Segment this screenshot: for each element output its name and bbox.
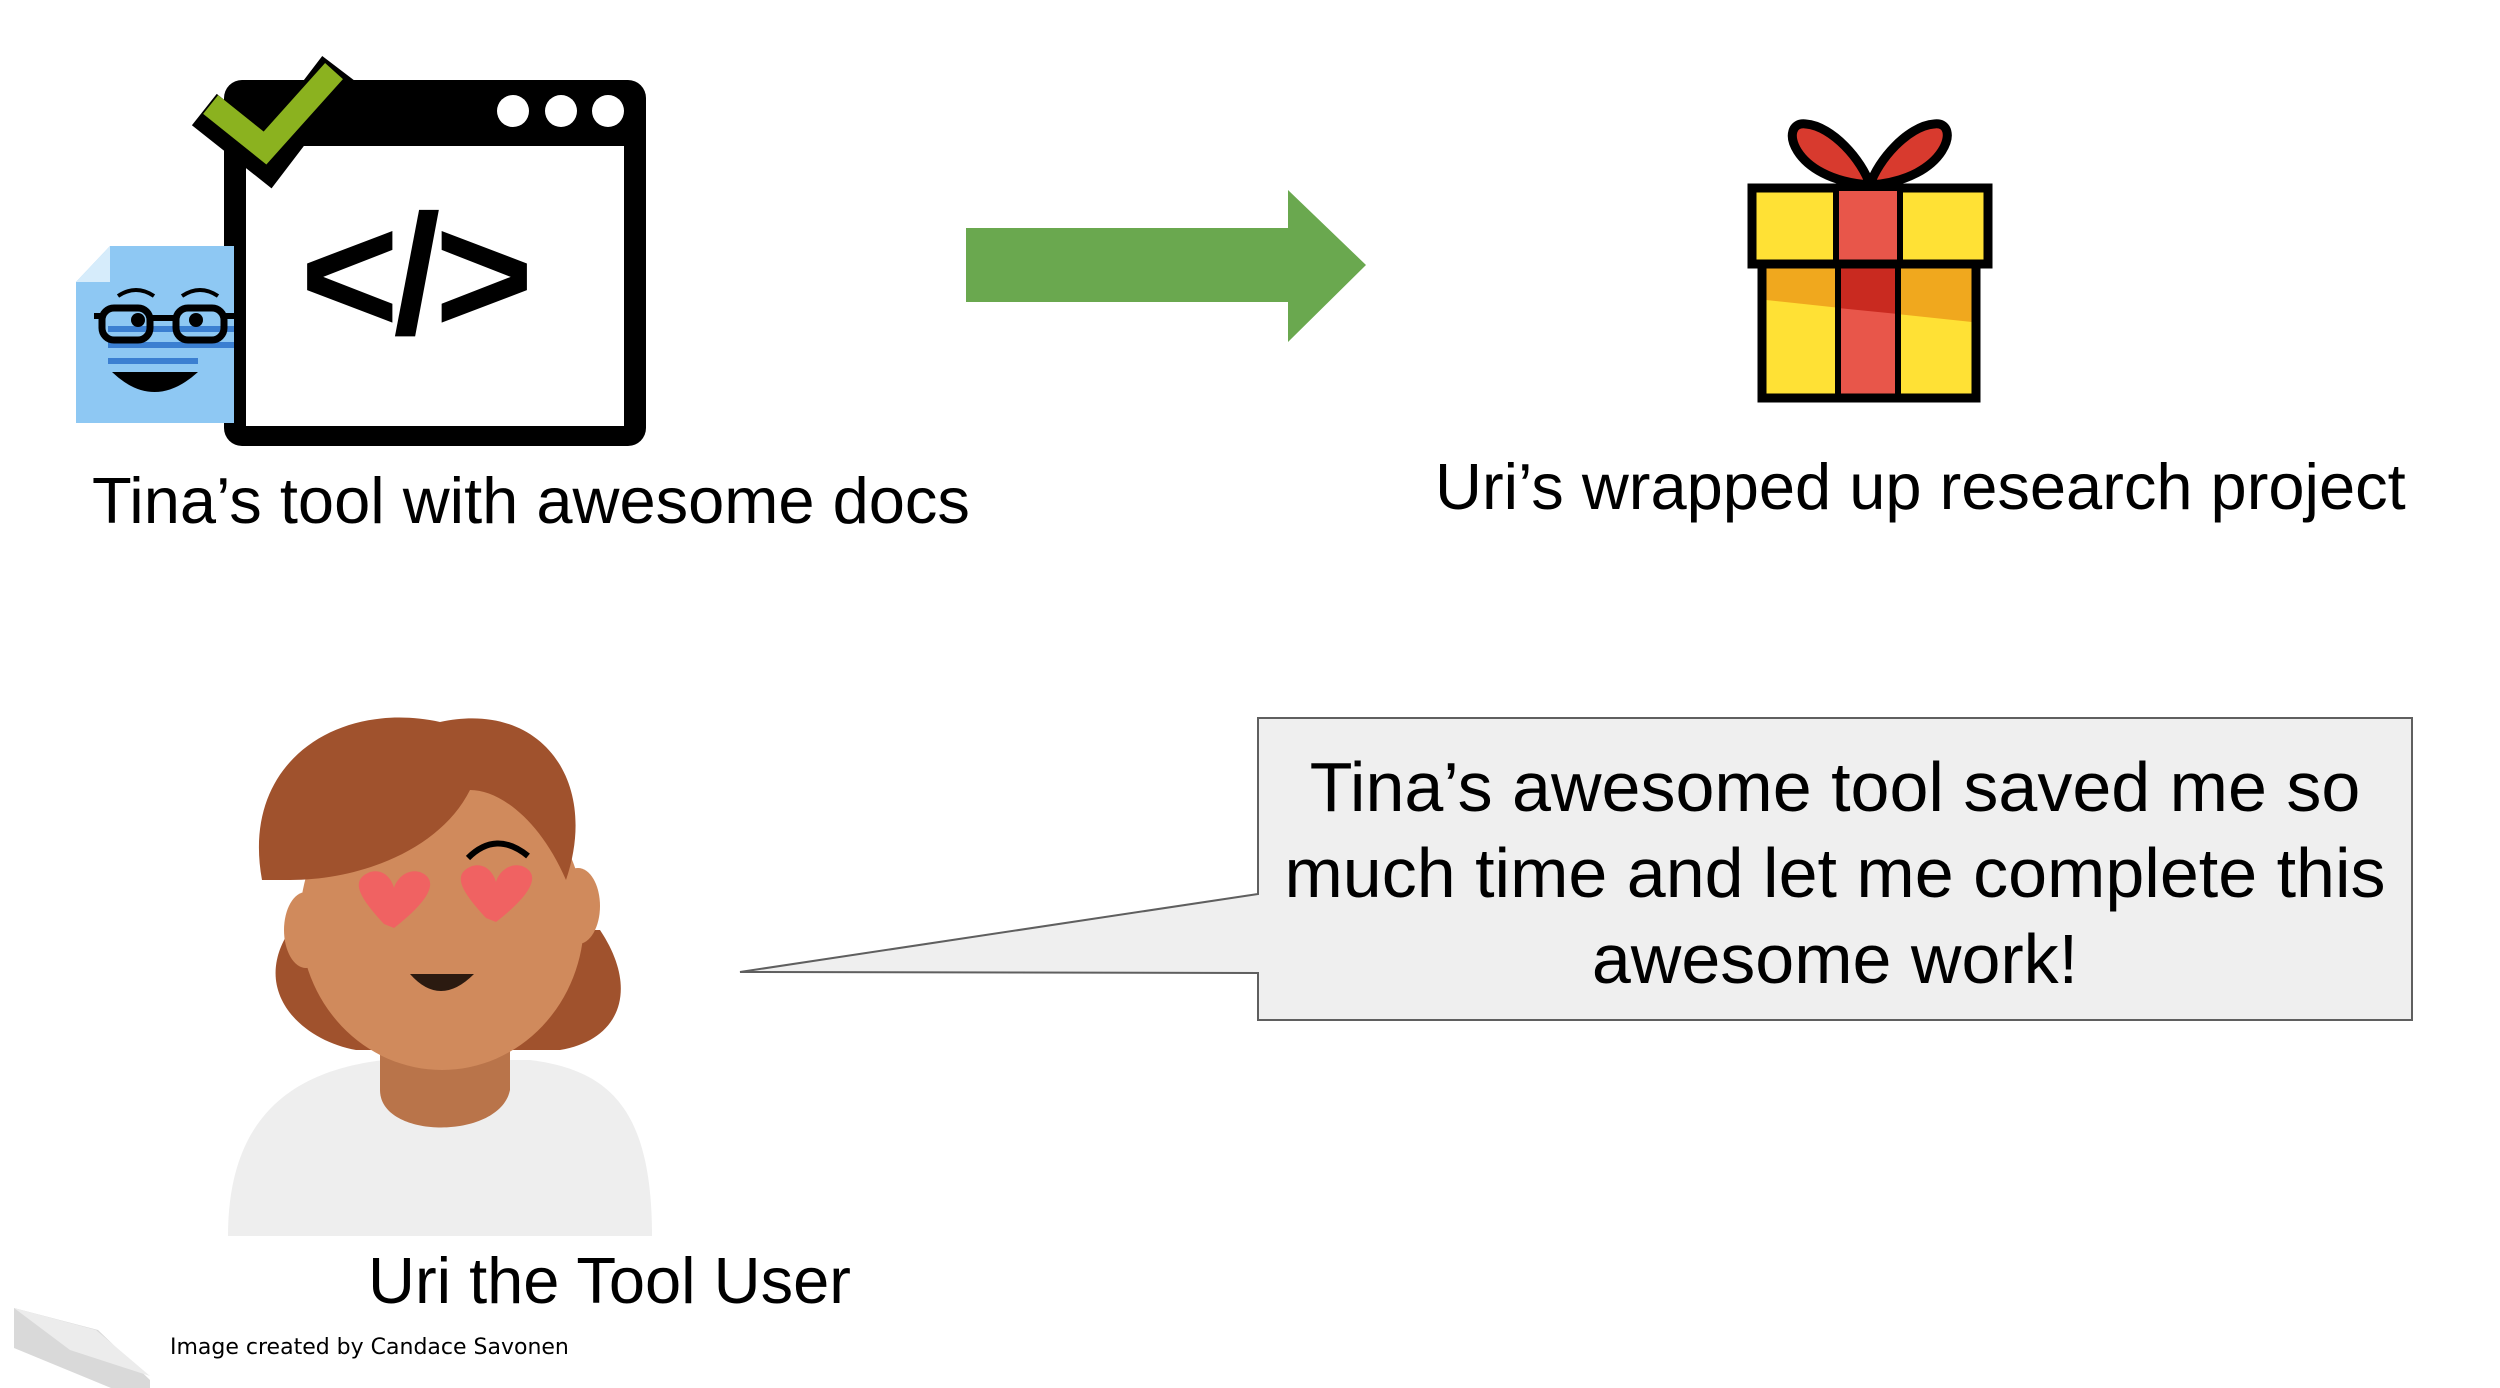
- speech-bubble-text: Tina’s awesome tool saved me so much tim…: [1284, 748, 2386, 998]
- code-window-icon: [224, 80, 646, 446]
- gift-icon: [1747, 119, 1993, 403]
- code-glyph: </>: [300, 180, 534, 370]
- person-heart-eyes-icon: [228, 717, 652, 1236]
- speech-bubble: [739, 717, 2413, 1021]
- project-caption: Uri’s wrapped up research project: [1435, 450, 2406, 523]
- tool-caption: Tina’s tool with awesome docs: [92, 464, 970, 537]
- image-credit: Image created by Candace Savonen: [170, 1335, 569, 1360]
- document-character-icon: [76, 246, 234, 423]
- user-caption: Uri the Tool User: [368, 1244, 851, 1317]
- corner-logo-icon: [14, 1308, 150, 1388]
- right-arrow-icon: [966, 190, 1366, 342]
- checkmark-icon: [191, 55, 355, 189]
